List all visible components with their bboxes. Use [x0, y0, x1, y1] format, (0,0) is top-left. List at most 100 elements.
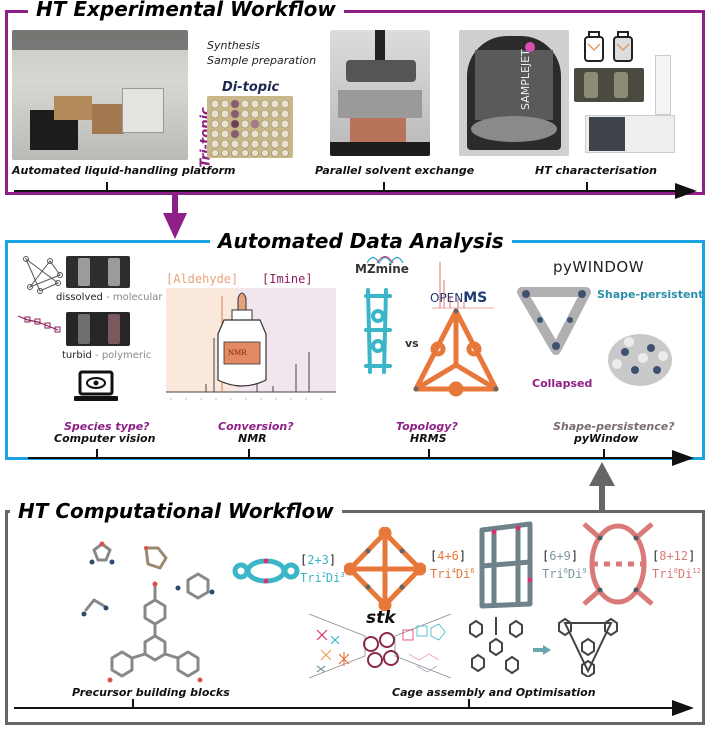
note-synthesis: Synthesis [207, 39, 261, 52]
dissolved-caption: dissolved - molecular [56, 292, 163, 303]
molecular-cage-sketch-icon [20, 255, 64, 299]
ms-spectrum-icon [430, 260, 496, 314]
precursor-building-blocks-structures [70, 540, 220, 694]
experimental-timeline-axis [14, 190, 679, 192]
formula-di-count: 9 [582, 567, 587, 575]
pywindow-logo: pyWINDOW [553, 258, 645, 276]
dissolved-vials-photo [66, 256, 130, 288]
step-characterisation-label: HT characterisation [535, 164, 657, 177]
question-text: Topology? [396, 420, 458, 433]
vials-photo [574, 68, 644, 102]
cage-4-6-structure [343, 526, 427, 615]
formula-di-count: 3 [340, 571, 345, 579]
experimental-timeline-arrowhead [675, 183, 697, 199]
formula-tri-count: 4 [451, 567, 456, 575]
vials-icon [583, 30, 673, 69]
stoichiometry: 4+6 [437, 549, 459, 563]
step-cage-assembly-label: Cage assembly and Optimisation [392, 686, 596, 699]
molecular-label: - molecular [106, 292, 163, 303]
formula-tri: Tri [430, 567, 452, 581]
tick [603, 449, 605, 457]
cage-6-9-label: [6+9] Tri6Di9 [542, 549, 587, 581]
formula-di: Di [677, 567, 693, 581]
analysis-timeline-arrowhead [672, 450, 694, 466]
shape-persistent-cage [516, 286, 592, 360]
formula-di: Di [455, 567, 471, 581]
nmr-bottle-label: NMR [228, 349, 247, 357]
formula-tri-count: 6 [563, 567, 568, 575]
computational-timeline-axis [14, 707, 676, 709]
tick [132, 699, 134, 707]
well-plate-wells [210, 99, 290, 157]
topology-question: Topology? [396, 420, 458, 433]
step-solvent-exchange-label: Parallel solvent exchange [315, 164, 475, 177]
cage-2-3-label: [2+3] Tri2Di3 [300, 553, 345, 585]
formula-tri: Tri [652, 567, 674, 581]
tick [383, 182, 385, 190]
openms-logo: OPENMS [430, 290, 487, 306]
stoichiometry: 2+3 [307, 553, 329, 567]
turbid-caption: turbid - polymeric [62, 350, 151, 361]
formula-di-count: 6 [470, 567, 475, 575]
question-text: Conversion? [218, 420, 294, 433]
mzmine-logo: MZmine [355, 256, 409, 276]
formula-tri-count: 8 [673, 567, 678, 575]
question-text: Shape-persistence? [553, 420, 675, 433]
unassembled-fragments [466, 615, 526, 679]
shape-persistence-question: Shape-persistence? [553, 420, 675, 433]
stk-assembly-diagram [305, 610, 455, 684]
computational-workflow-panel [5, 510, 705, 725]
synthesis-notes: Synthesis Sample preparation [207, 38, 316, 68]
species-type-question: Species type? [64, 420, 150, 433]
up-arrow-icon [589, 462, 615, 516]
shape-persistent-label: Shape-persistent [597, 288, 704, 301]
formula-tri: Tri [542, 567, 564, 581]
data-analysis-title: Automated Data Analysis [210, 229, 512, 253]
nmr-spectrum-chart [166, 288, 336, 406]
optimisation-arrow-icon [533, 640, 551, 659]
experimental-workflow-title: HT Experimental Workflow [28, 0, 344, 21]
formula-tri: Tri [300, 571, 322, 585]
openms-ms-text: MS [463, 290, 488, 306]
question-text: Species type? [64, 420, 150, 433]
nmr-method: NMR [238, 432, 267, 445]
nmr-axis-ticks [170, 398, 322, 400]
experimental-workflow-panel [5, 10, 705, 195]
computer-vision-method: Computer vision [54, 432, 156, 445]
liquid-handling-robot-photo [12, 30, 188, 160]
pywindow-method: pyWindow [574, 432, 639, 445]
analysis-timeline-axis [28, 457, 676, 459]
laptop-eye-icon [74, 370, 118, 408]
tick [586, 182, 588, 190]
cage-4-6-label: [4+6] Tri4Di6 [430, 549, 475, 581]
mass-spectrometer-photo [585, 55, 675, 155]
dissolved-label: dissolved [56, 292, 103, 303]
computational-workflow-title: HT Computational Workflow [10, 499, 342, 523]
tick [96, 449, 98, 457]
cage-8-12-label: [8+12] Tri8Di12 [652, 549, 701, 581]
formula-di-count: 12 [692, 567, 701, 575]
cage-6-9-structure [474, 520, 538, 614]
cyan-cage-structure [362, 286, 394, 380]
stoichiometry: 6+9 [549, 549, 571, 563]
nmr-bottle-icon [217, 292, 267, 387]
mzmine-text: MZmine [355, 262, 409, 276]
turbid-label: turbid [62, 350, 92, 361]
vs-label: vs [405, 337, 419, 350]
imine-label: [Imine] [262, 272, 313, 286]
openms-open-text: OPEN [430, 291, 464, 305]
step-precursor-label: Precursor building blocks [72, 686, 230, 699]
computational-timeline-arrowhead [672, 700, 694, 716]
evaporator-photo [330, 30, 430, 156]
samplejet-text: SAMPLEJET [519, 49, 532, 110]
di-topic-label: Di-topic [222, 80, 280, 95]
formula-tri-count: 2 [321, 571, 326, 579]
polymer-chain-icon [16, 312, 66, 338]
collapsed-cage [605, 330, 675, 394]
optimised-cage [555, 613, 621, 681]
tick [468, 699, 470, 707]
note-sample-preparation: Sample preparation [207, 54, 317, 67]
step-liquid-handling-label: Automated liquid-handling platform [12, 164, 236, 177]
collapsed-label: Collapsed [532, 377, 593, 390]
conversion-question: Conversion? [218, 420, 294, 433]
